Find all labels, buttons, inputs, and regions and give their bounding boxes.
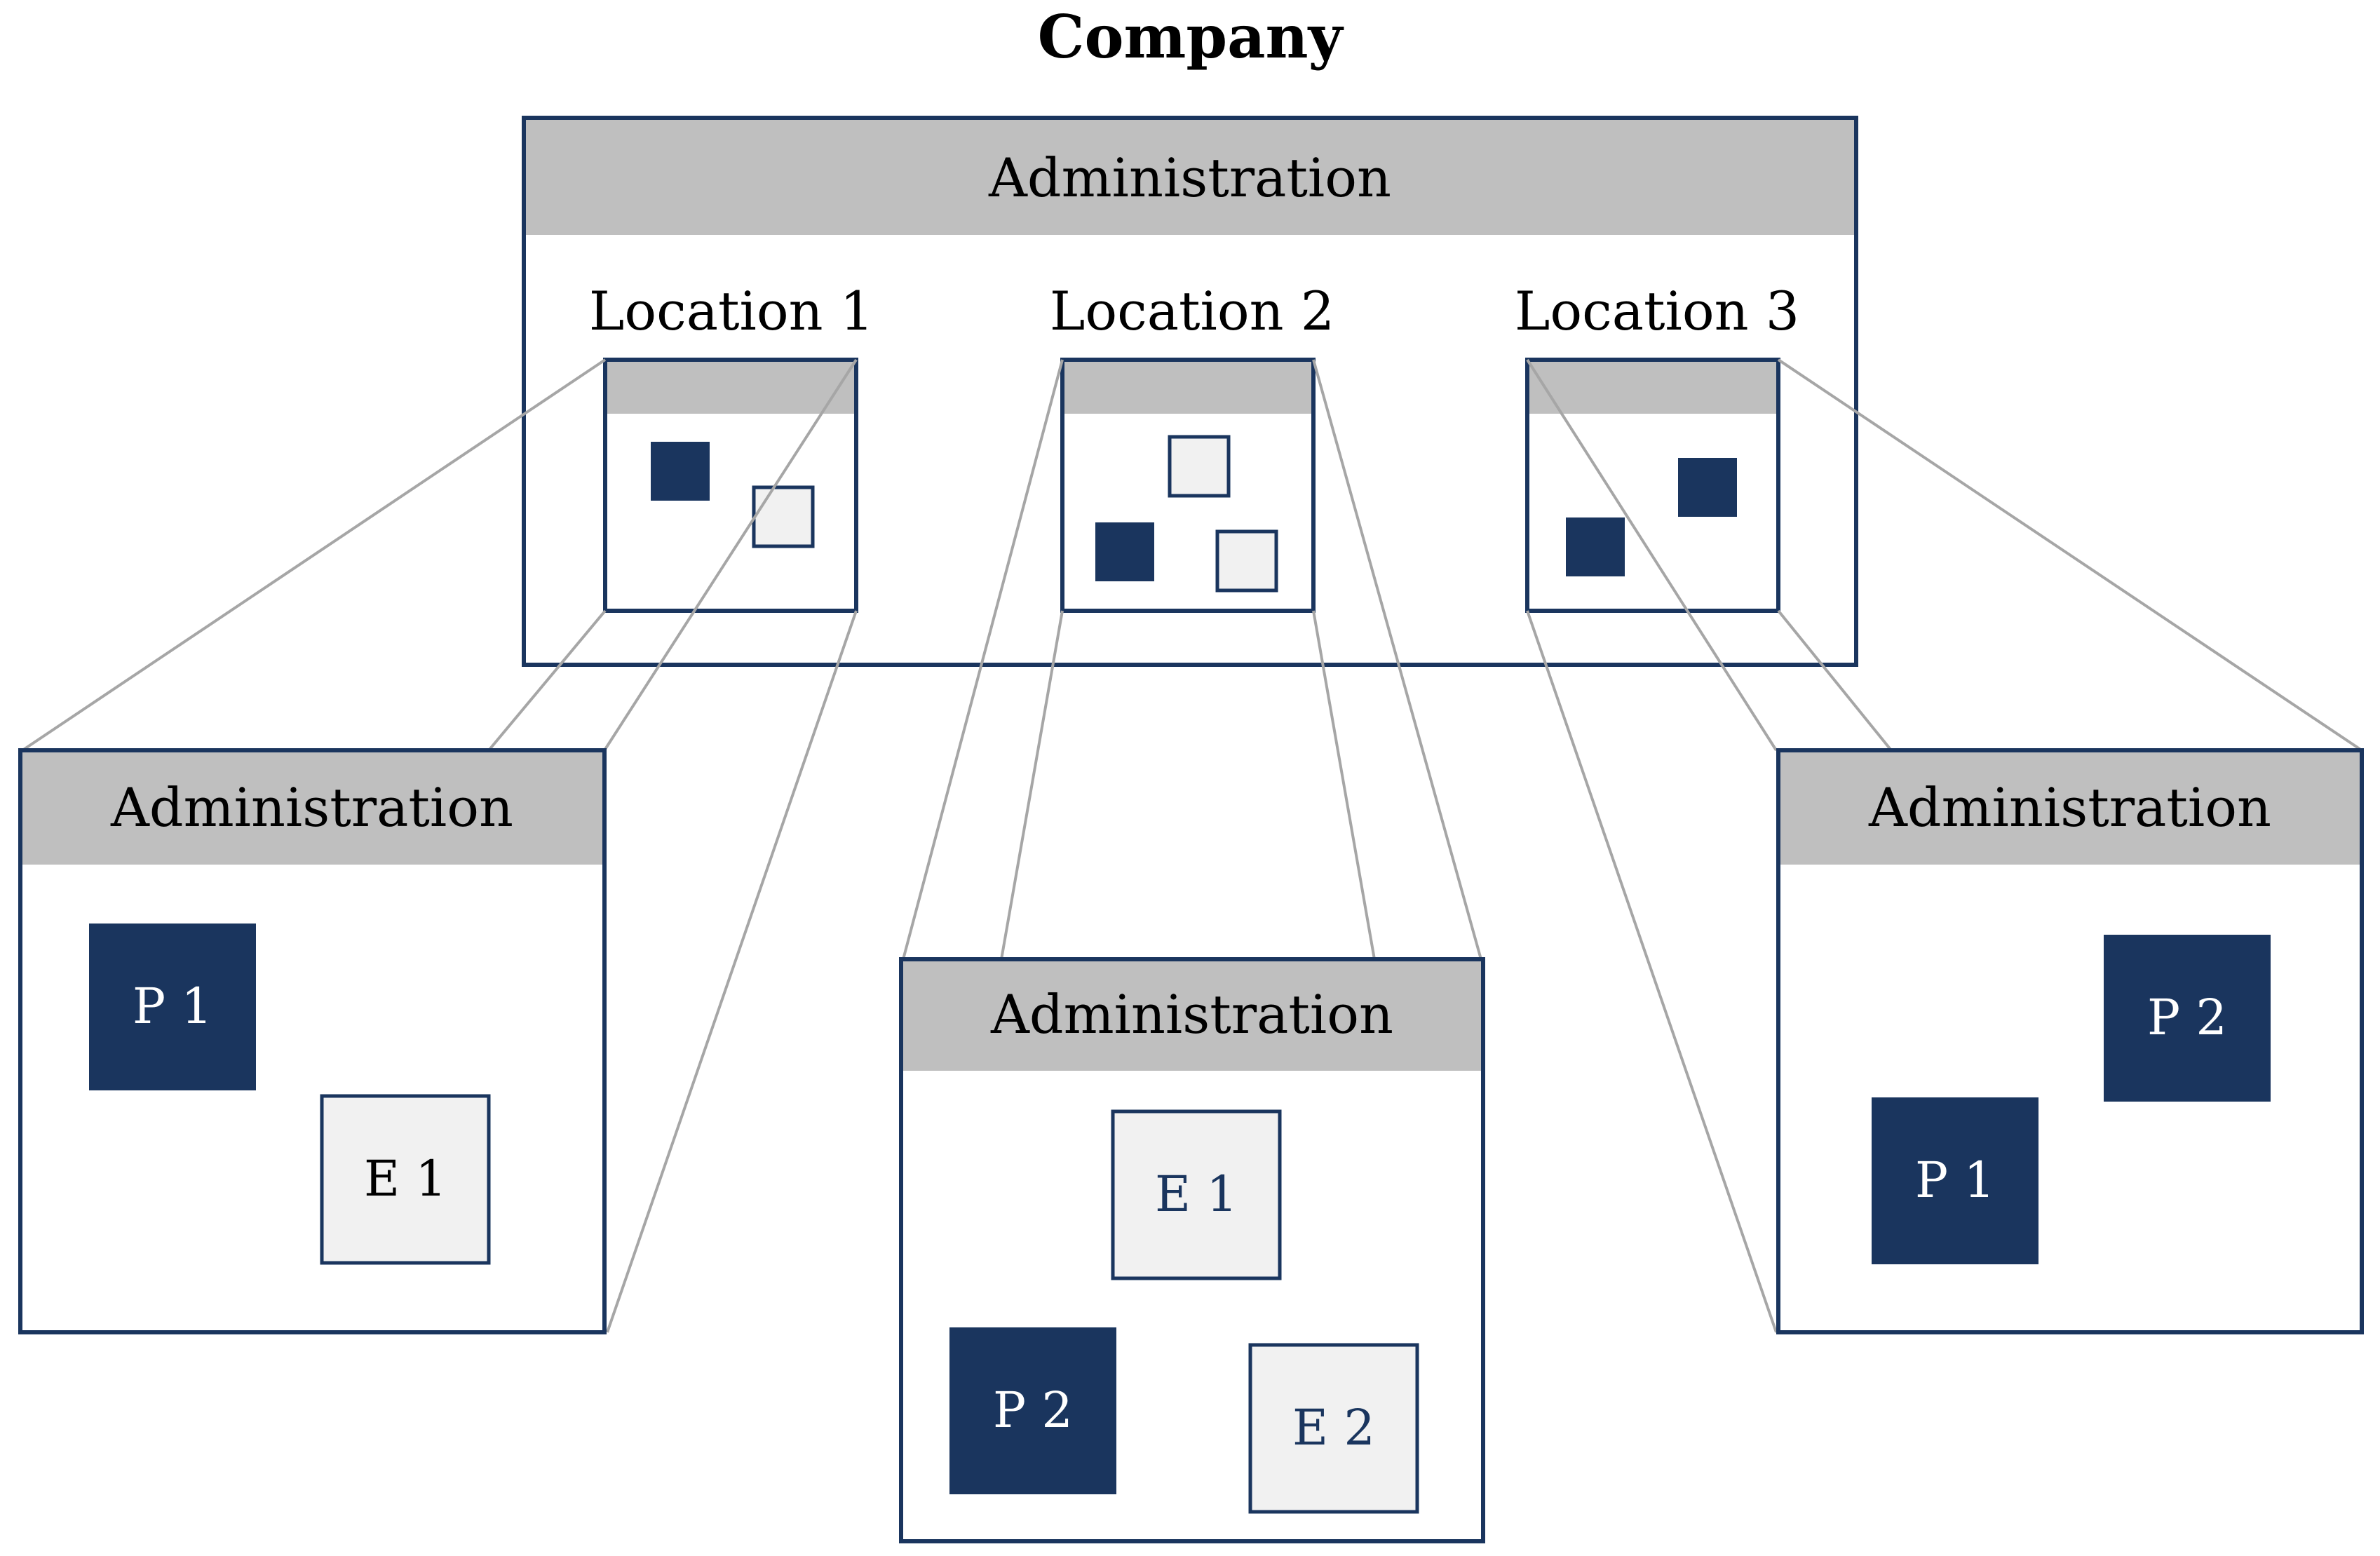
unit-p2-box xyxy=(949,1327,1116,1494)
zoom-connectors xyxy=(21,358,2363,1333)
connector-line xyxy=(1526,610,1778,1333)
location-2-detail-header-label: Administration xyxy=(990,983,1393,1046)
location-1-detail-header-bar xyxy=(22,752,602,865)
unit-p1-box xyxy=(89,924,256,1090)
location-2-detail: Administration E 1 P 2 E 2 xyxy=(899,957,1485,1543)
location-2-light-unit xyxy=(1215,529,1278,593)
location-3-detail: Administration P 2 P 1 xyxy=(1776,748,2364,1334)
unit-e1-label: E 1 xyxy=(1155,1165,1238,1223)
location-3-dark-unit xyxy=(1678,458,1737,517)
location-2-dark-unit xyxy=(1095,522,1154,581)
unit-p1-box xyxy=(1872,1097,2038,1264)
unit-e1-label: E 1 xyxy=(364,1150,447,1207)
location-3-thumbnail xyxy=(1525,358,1780,613)
connector-line xyxy=(1000,610,1064,960)
location-1-header-bar xyxy=(607,362,854,414)
location-3-dark-unit xyxy=(1566,517,1625,576)
connector-line xyxy=(1777,358,2363,752)
location-1-thumbnail xyxy=(603,358,858,613)
connector-line xyxy=(1526,358,1778,752)
unit-e1-box xyxy=(320,1094,491,1265)
connector-line xyxy=(487,609,607,752)
location-2-thumbnail xyxy=(1060,358,1316,613)
location-2-light-unit xyxy=(1168,435,1231,498)
location-3-label: Location 3 xyxy=(1515,280,1799,342)
diagram-title: Company xyxy=(1038,2,1344,72)
connector-line xyxy=(603,358,858,752)
connector-line xyxy=(1312,610,1376,960)
connector-line xyxy=(902,359,1064,960)
unit-p2-label: P 2 xyxy=(993,1381,1073,1439)
location-3-header-bar xyxy=(1529,362,1776,414)
unit-e1-box xyxy=(1111,1109,1282,1280)
location-2-detail-header-bar xyxy=(903,961,1481,1071)
location-2-header-bar xyxy=(1064,362,1311,414)
company-header-bar xyxy=(526,120,1854,235)
location-1-detail: Administration P 1 E 1 xyxy=(18,748,607,1334)
location-1-dark-unit xyxy=(651,442,710,501)
location-3-detail-header-label: Administration xyxy=(1868,776,2271,839)
connector-line xyxy=(1312,359,1482,960)
location-1-label: Location 1 xyxy=(589,280,874,342)
unit-p2-label: P 2 xyxy=(2147,989,2227,1046)
location-1-detail-header-label: Administration xyxy=(110,776,513,839)
connector-line xyxy=(21,358,607,752)
location-3-detail-header-bar xyxy=(1780,752,2360,865)
unit-p1-label: P 1 xyxy=(133,977,212,1035)
connector-line xyxy=(606,610,858,1333)
unit-e2-box xyxy=(1248,1343,1419,1514)
unit-p1-label: P 1 xyxy=(1915,1151,1995,1209)
unit-e2-label: E 2 xyxy=(1292,1399,1375,1456)
location-2-label: Location 2 xyxy=(1050,280,1334,342)
connector-line xyxy=(1777,609,1893,752)
location-1-light-unit xyxy=(752,485,815,548)
company-header-label: Administration xyxy=(988,147,1391,209)
unit-p2-box xyxy=(2104,935,2271,1102)
